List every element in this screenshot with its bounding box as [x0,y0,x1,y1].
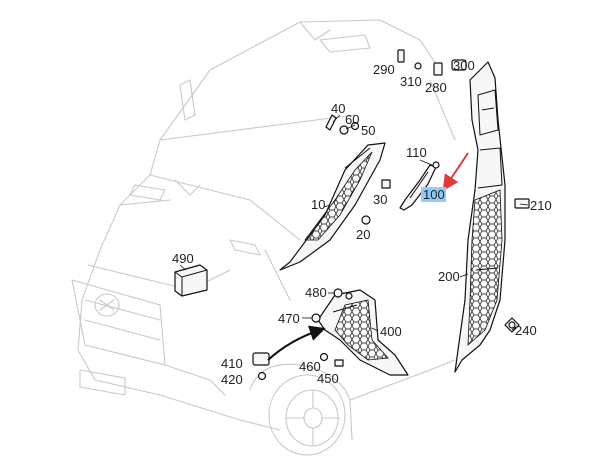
callout-20: 20 [356,227,370,242]
callout-460: 460 [299,359,321,374]
callout-50: 50 [361,123,375,138]
callout-290: 290 [373,62,395,77]
a-pillar-trim-part [279,142,386,271]
hardware-parts [174,49,530,381]
callout-490: 490 [172,251,194,266]
callout-40: 40 [331,101,345,116]
callout-420: 420 [221,372,243,387]
callout-450: 450 [317,371,339,386]
van-outline [71,19,456,456]
callout-highlight [421,187,446,202]
callout-470: 470 [278,311,300,326]
callout-240: 240 [515,323,537,338]
callout-210: 210 [530,198,552,213]
lower-trim-part [317,289,409,376]
callout-200: 200 [438,269,460,284]
callout-60: 60 [345,112,359,127]
callout-110: 110 [406,145,427,160]
callout-labels: 290 310 280 300 40 60 50 110 100 10 30 2… [172,58,552,387]
assembly-arrow [267,325,326,361]
callout-10: 10 [311,197,325,212]
callout-480: 480 [305,285,327,300]
callout-280: 280 [425,80,447,95]
callout-100: 100 [423,187,445,202]
callout-410: 410 [221,356,243,371]
callout-310: 310 [400,74,422,89]
callout-300: 300 [453,58,475,73]
leader-lines [179,114,529,332]
callout-400: 400 [380,324,402,339]
callout-30: 30 [373,192,387,207]
red-pointer-arrow [442,152,469,191]
b-pillar-trim-part [454,61,506,373]
